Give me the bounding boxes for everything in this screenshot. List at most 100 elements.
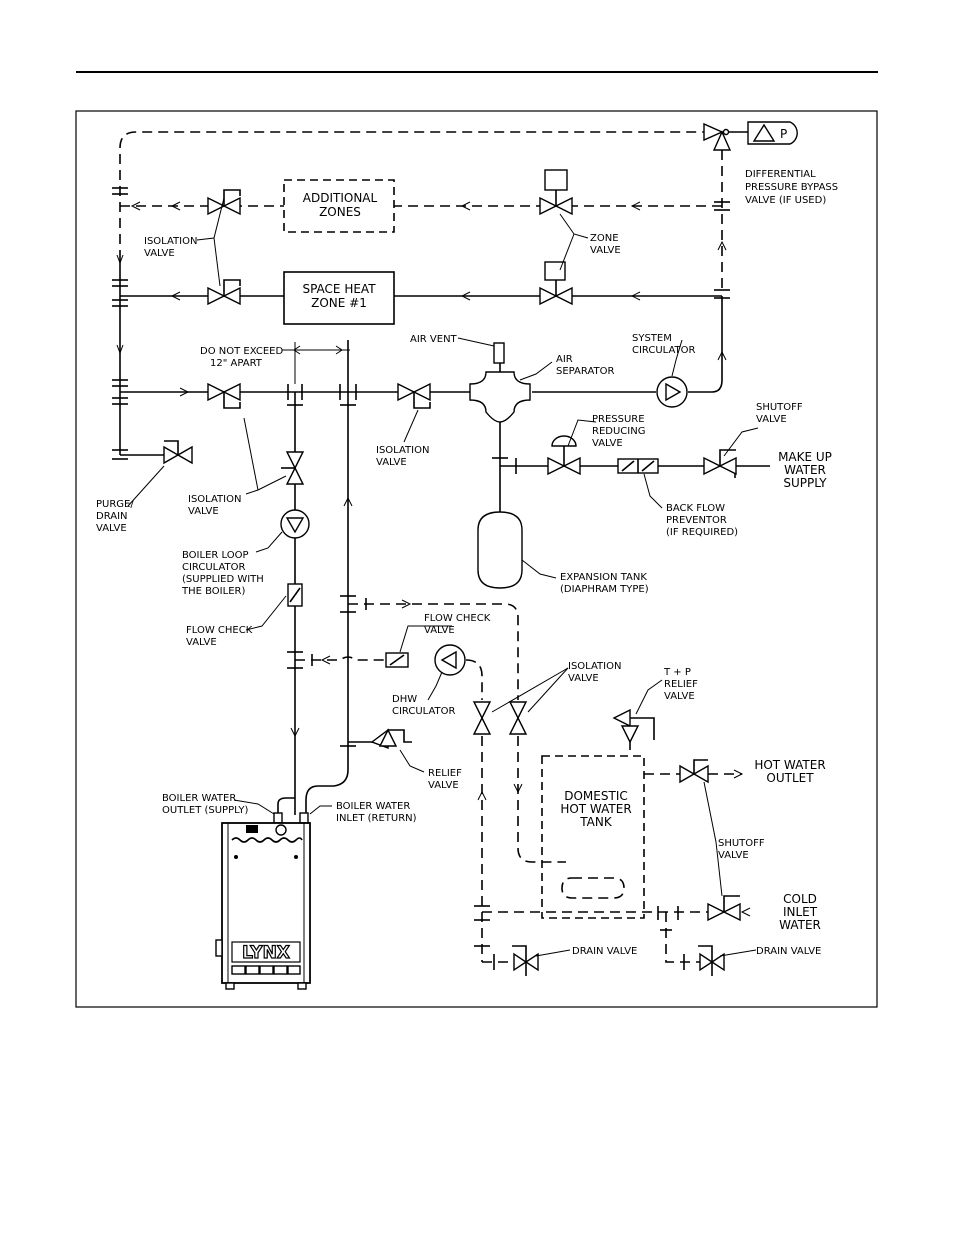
cold-inlet-valve-icon bbox=[707, 895, 741, 922]
label-drain-right: DRAIN VALVE bbox=[756, 946, 821, 957]
lynx-boiler: LYNX bbox=[215, 812, 311, 990]
flow-arrows bbox=[116, 201, 751, 917]
label-do-not-exceed-1: DO NOT EXCEED bbox=[200, 346, 283, 357]
bypass-valve-icon bbox=[703, 122, 748, 151]
label-backflow-1: BACK FLOW bbox=[666, 503, 725, 514]
relief-valve-icon bbox=[370, 728, 412, 750]
twelve-inch-dimension bbox=[282, 342, 350, 384]
label-shutoff-top-1: SHUTOFF bbox=[756, 402, 803, 413]
label-hot-water-2: OUTLET bbox=[766, 771, 814, 785]
dp-symbol: P bbox=[780, 127, 787, 141]
label-expansion-2: (DIAPHRAM TYPE) bbox=[560, 584, 649, 595]
label-isolation-left-2: VALVE bbox=[188, 506, 219, 517]
label-shutoff-bottom-2: VALVE bbox=[718, 850, 749, 861]
drain-right-pipe bbox=[665, 912, 700, 963]
label-air-separator-1: AIR bbox=[556, 354, 573, 365]
label-purge-1: PURGE/ bbox=[96, 499, 134, 510]
backflow-preventer-icon bbox=[617, 458, 659, 474]
label-purge-2: DRAIN bbox=[96, 511, 128, 522]
label-flow-check-left-2: VALVE bbox=[186, 637, 217, 648]
flow-check-boiler-icon bbox=[287, 583, 303, 607]
label-zone-valve-1: ZONE bbox=[590, 233, 619, 244]
dhw-tank-line3: TANK bbox=[579, 815, 613, 829]
leader-lines bbox=[127, 197, 759, 957]
label-shutoff-top-2: VALVE bbox=[756, 414, 787, 425]
drain-valve-left-icon bbox=[512, 945, 539, 976]
label-differential-3: VALVE (IF USED) bbox=[745, 195, 826, 206]
additional-zones-line2: ZONES bbox=[319, 205, 361, 219]
label-isolation-mid-2: VALVE bbox=[376, 457, 407, 468]
label-flow-check-right-2: VALVE bbox=[424, 625, 455, 636]
isolation-valve-additional-icon bbox=[207, 189, 241, 216]
label-boiler-loop-1: BOILER LOOP bbox=[182, 550, 249, 561]
label-cold-inlet-1: COLD bbox=[783, 892, 817, 906]
additional-zones-line1: ADDITIONAL bbox=[303, 191, 378, 205]
space-heat-line2: ZONE #1 bbox=[311, 296, 367, 310]
label-air-separator-2: SEPARATOR bbox=[556, 366, 614, 377]
label-prv-2: REDUCING bbox=[592, 426, 645, 437]
dhw-coil-inlet bbox=[517, 736, 566, 863]
label-isolation-top-1: ISOLATION bbox=[144, 236, 197, 247]
drain-valve-right-icon bbox=[698, 945, 725, 976]
label-boiler-loop-3: (SUPPLIED WITH bbox=[182, 574, 264, 585]
zone-valve-1-icon bbox=[539, 261, 573, 306]
label-hot-water-1: HOT WATER bbox=[754, 758, 825, 772]
pressure-reducing-valve-icon bbox=[547, 435, 581, 476]
label-backflow-3: (IF REQUIRED) bbox=[666, 527, 738, 538]
label-boiler-inlet-1: BOILER WATER bbox=[336, 801, 410, 812]
label-air-vent: AIR VENT bbox=[410, 334, 458, 345]
labels: DIFFERENTIAL PRESSURE BYPASS VALVE (IF U… bbox=[96, 169, 838, 957]
label-boiler-loop-4: THE BOILER) bbox=[181, 586, 245, 597]
boiler-loop-circulator-icon bbox=[280, 509, 310, 539]
label-shutoff-bottom-1: SHUTOFF bbox=[718, 838, 765, 849]
label-boiler-loop-2: CIRCULATOR bbox=[182, 562, 246, 573]
differential-pressure-icon: P bbox=[747, 121, 798, 145]
lynx-logo: LYNX bbox=[242, 943, 290, 963]
isolation-valve-main-left-icon bbox=[207, 382, 241, 409]
label-system-circ-1: SYSTEM bbox=[632, 333, 672, 344]
label-prv-3: VALVE bbox=[592, 438, 623, 449]
label-zone-valve-2: VALVE bbox=[590, 245, 621, 256]
flow-check-dhw-icon bbox=[385, 652, 409, 668]
additional-zones-box: ADDITIONAL ZONES bbox=[283, 179, 395, 233]
dhw-return-pipe-b bbox=[465, 659, 483, 700]
label-tp-1: T + P bbox=[663, 667, 691, 678]
label-boiler-outlet-2: OUTLET (SUPPLY) bbox=[162, 805, 248, 816]
isolation-valve-zone1-icon bbox=[207, 279, 241, 306]
label-isolation-dhw-2: VALVE bbox=[568, 673, 599, 684]
label-makeup-2: WATER bbox=[784, 463, 826, 477]
label-flow-check-left-1: FLOW CHECK bbox=[186, 625, 253, 636]
label-makeup-1: MAKE UP bbox=[778, 450, 832, 464]
label-drain-left: DRAIN VALVE bbox=[572, 946, 637, 957]
label-isolation-left-1: ISOLATION bbox=[188, 494, 241, 505]
boiler-return-leg bbox=[305, 340, 349, 815]
dhw-circulator-icon bbox=[434, 644, 466, 676]
expansion-tank-icon bbox=[477, 511, 523, 589]
label-differential-2: PRESSURE BYPASS bbox=[745, 182, 838, 193]
dhw-isolation-valve-left-icon bbox=[472, 701, 492, 735]
purge-drain-valve-icon bbox=[163, 440, 193, 465]
space-heat-zone-box: SPACE HEAT ZONE #1 bbox=[283, 271, 395, 325]
label-system-circ-2: CIRCULATOR bbox=[632, 345, 696, 356]
bypass-pipe-top bbox=[119, 131, 704, 260]
dhw-return-pipe-a bbox=[295, 656, 384, 661]
label-cold-inlet-3: WATER bbox=[779, 918, 821, 932]
makeup-shutoff-valve-icon bbox=[703, 449, 737, 476]
diagram-frame bbox=[75, 110, 878, 1008]
system-supply-pipe bbox=[688, 296, 723, 393]
isolation-valve-boiler-icon bbox=[281, 451, 305, 485]
dhw-tank-line1: DOMESTIC bbox=[564, 789, 628, 803]
label-boiler-outlet-1: BOILER WATER bbox=[162, 793, 236, 804]
air-separator-icon bbox=[469, 362, 531, 423]
air-vent-icon bbox=[493, 342, 505, 364]
label-backflow-2: PREVENTOR bbox=[666, 515, 727, 526]
dhw-isolation-valve-right-icon bbox=[508, 701, 528, 735]
label-dhw-circ-1: DHW bbox=[392, 694, 417, 705]
label-isolation-dhw-1: ISOLATION bbox=[568, 661, 621, 672]
label-flow-check-right-1: FLOW CHECK bbox=[424, 613, 491, 624]
label-relief-1: RELIEF bbox=[428, 768, 462, 779]
label-purge-3: VALVE bbox=[96, 523, 127, 534]
label-expansion-1: EXPANSION TANK bbox=[560, 572, 647, 583]
dhw-supply-pipe bbox=[348, 603, 519, 700]
